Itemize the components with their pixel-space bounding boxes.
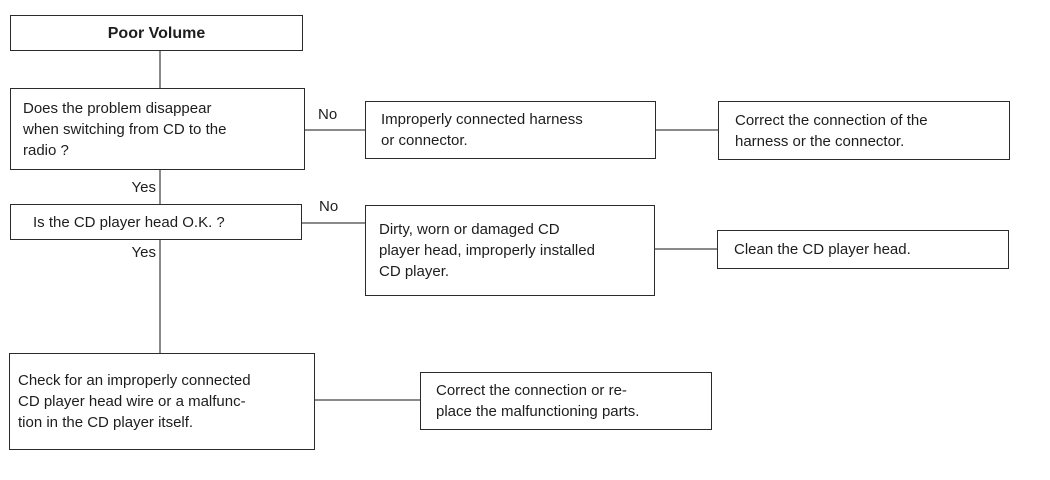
node-fix-correct-or-replace-parts: Correct the connection or re- place the … (420, 372, 712, 430)
node-title-poor-volume: Poor Volume (10, 15, 303, 51)
connector-q1-no-to-cause1 (304, 129, 365, 131)
node-text-line: or connector. (381, 132, 468, 149)
connector-q1-yes-to-q2 (159, 170, 161, 204)
node-fix-correct-harness-connection: Correct the connection of the harness or… (718, 101, 1010, 160)
node-question-problem-disappear: Does the problem disappear when switchin… (10, 88, 305, 170)
node-text-line: Is the CD player head O.K. ? (33, 213, 225, 231)
node-text-line: Improperly connected harness (381, 111, 583, 128)
node-cause-dirty-damaged-head: Dirty, worn or damaged CD player head, i… (365, 205, 655, 296)
node-text-line: Does the problem disappear (23, 99, 212, 117)
node-text-line: Correct the connection of the (735, 111, 928, 129)
node-text-line: Check for an improperly connected (18, 372, 251, 389)
edge-label-no-1: No (318, 106, 338, 123)
node-text-line: place the malfunctioning parts. (436, 403, 640, 420)
node-title-text: Poor Volume (107, 24, 206, 42)
node-check-head-wire-malfunction: Check for an improperly connected CD pla… (9, 353, 315, 450)
node-text-line: radio ? (23, 141, 69, 159)
node-text-line: harness or the connector. (735, 132, 905, 150)
edge-label-yes-1: Yes (131, 179, 156, 196)
node-text-line: player head, improperly installed (379, 242, 595, 259)
node-text-line: when switching from CD to the (23, 120, 227, 138)
node-text-line: CD player. (379, 263, 450, 280)
node-fix-clean-cd-head: Clean the CD player head. (717, 230, 1009, 269)
connector-cause1-to-fix1 (656, 129, 718, 131)
connector-check-to-fix3 (315, 399, 420, 401)
node-question-cd-head-ok: Is the CD player head O.K. ? (10, 204, 302, 240)
edge-label-no-2: No (319, 198, 339, 215)
node-text-line: tion in the CD player itself. (18, 414, 194, 431)
node-text-line: Correct the connection or re- (436, 382, 627, 399)
node-text-line: Dirty, worn or damaged CD (379, 221, 560, 238)
node-text-line: Clean the CD player head. (734, 241, 911, 258)
connector-q2-no-to-cause2 (302, 222, 365, 224)
node-cause-improper-harness: Improperly connected harness or connecto… (365, 101, 656, 159)
connector-start-to-q1 (159, 51, 161, 88)
edge-label-yes-2: Yes (131, 244, 156, 261)
connector-q2-yes-to-check (159, 239, 161, 353)
node-text-line: CD player head wire or a malfunc- (18, 393, 246, 410)
connector-cause2-to-fix2 (655, 248, 717, 250)
